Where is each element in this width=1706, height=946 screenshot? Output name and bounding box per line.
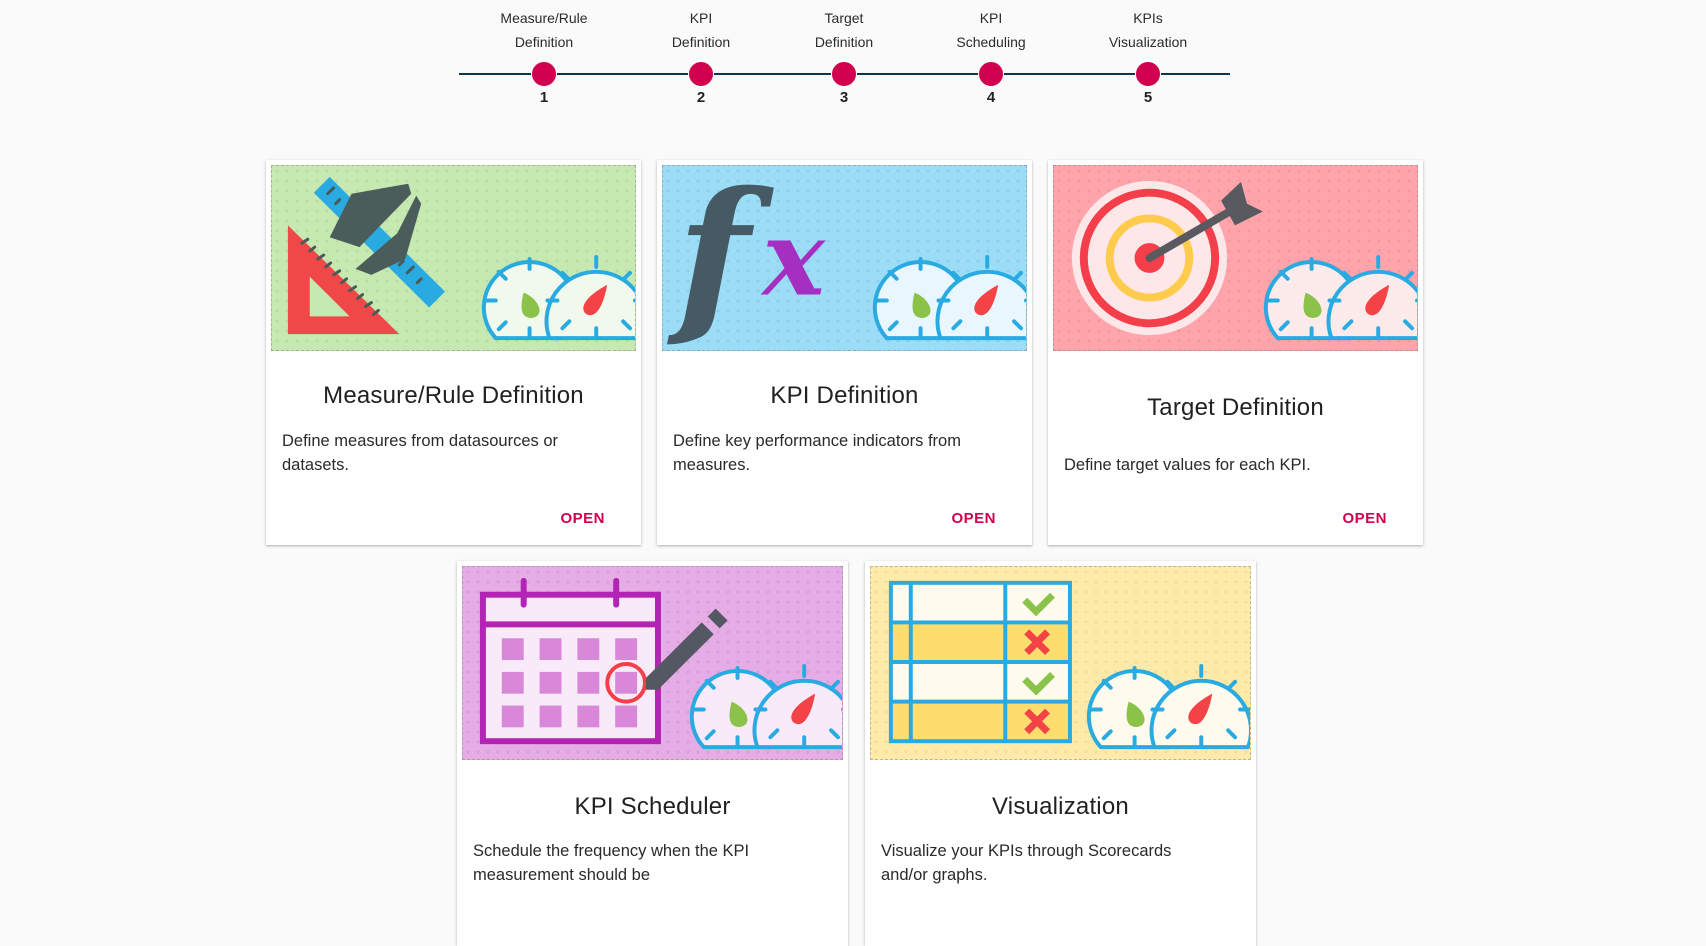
step-dot[interactable] bbox=[831, 61, 857, 87]
x-glyph: x bbox=[760, 197, 826, 320]
step-number: 1 bbox=[539, 89, 549, 106]
card-description: Define target values for each KPI. bbox=[1064, 456, 1311, 474]
open-button[interactable]: OPEN bbox=[560, 510, 605, 527]
open-button[interactable]: OPEN bbox=[1342, 510, 1387, 527]
calendar-pencil-gauges-illustration bbox=[462, 566, 843, 760]
card-title: KPI Scheduler bbox=[574, 793, 731, 820]
step-dot[interactable] bbox=[978, 61, 1004, 87]
card-kpi-definition: f x KPI Definition Define key performanc… bbox=[657, 160, 1032, 545]
card-description: Visualize your KPIs through Scorecards a… bbox=[881, 842, 1172, 884]
step-number: 3 bbox=[839, 89, 849, 106]
f-glyph: f bbox=[667, 166, 774, 350]
scorecard-table-gauges-illustration bbox=[870, 566, 1251, 760]
step-dot[interactable] bbox=[688, 61, 714, 87]
card-measure-rule-definition: Measure/Rule Definition Define measures … bbox=[266, 160, 641, 545]
ruler-triangle-gauges-illustration bbox=[271, 165, 636, 351]
card-kpi-scheduler: KPI Scheduler Schedule the frequency whe… bbox=[457, 561, 848, 946]
step-number: 4 bbox=[986, 89, 996, 106]
card-title: Visualization bbox=[992, 793, 1129, 820]
card-target-definition: Target Definition Define target values f… bbox=[1048, 160, 1423, 545]
card-visualization: Visualization Visualize your KPIs throug… bbox=[865, 561, 1256, 946]
card-title: Target Definition bbox=[1147, 394, 1324, 421]
card-title: KPI Definition bbox=[770, 382, 919, 409]
step-number: 5 bbox=[1143, 89, 1153, 106]
step-number: 2 bbox=[696, 89, 706, 106]
card-description: Define key performance indicators from m… bbox=[673, 432, 961, 474]
card-description: Schedule the frequency when the KPI meas… bbox=[473, 842, 750, 884]
step-dot[interactable] bbox=[1135, 61, 1161, 87]
card-title: Measure/Rule Definition bbox=[323, 382, 584, 409]
fx-function-gauges-illustration: f x bbox=[662, 165, 1027, 351]
card-description: Define measures from datasources or data… bbox=[282, 432, 559, 474]
open-button[interactable]: OPEN bbox=[951, 510, 996, 527]
target-arrow-gauges-illustration bbox=[1053, 165, 1418, 351]
step-dot[interactable] bbox=[531, 61, 557, 87]
